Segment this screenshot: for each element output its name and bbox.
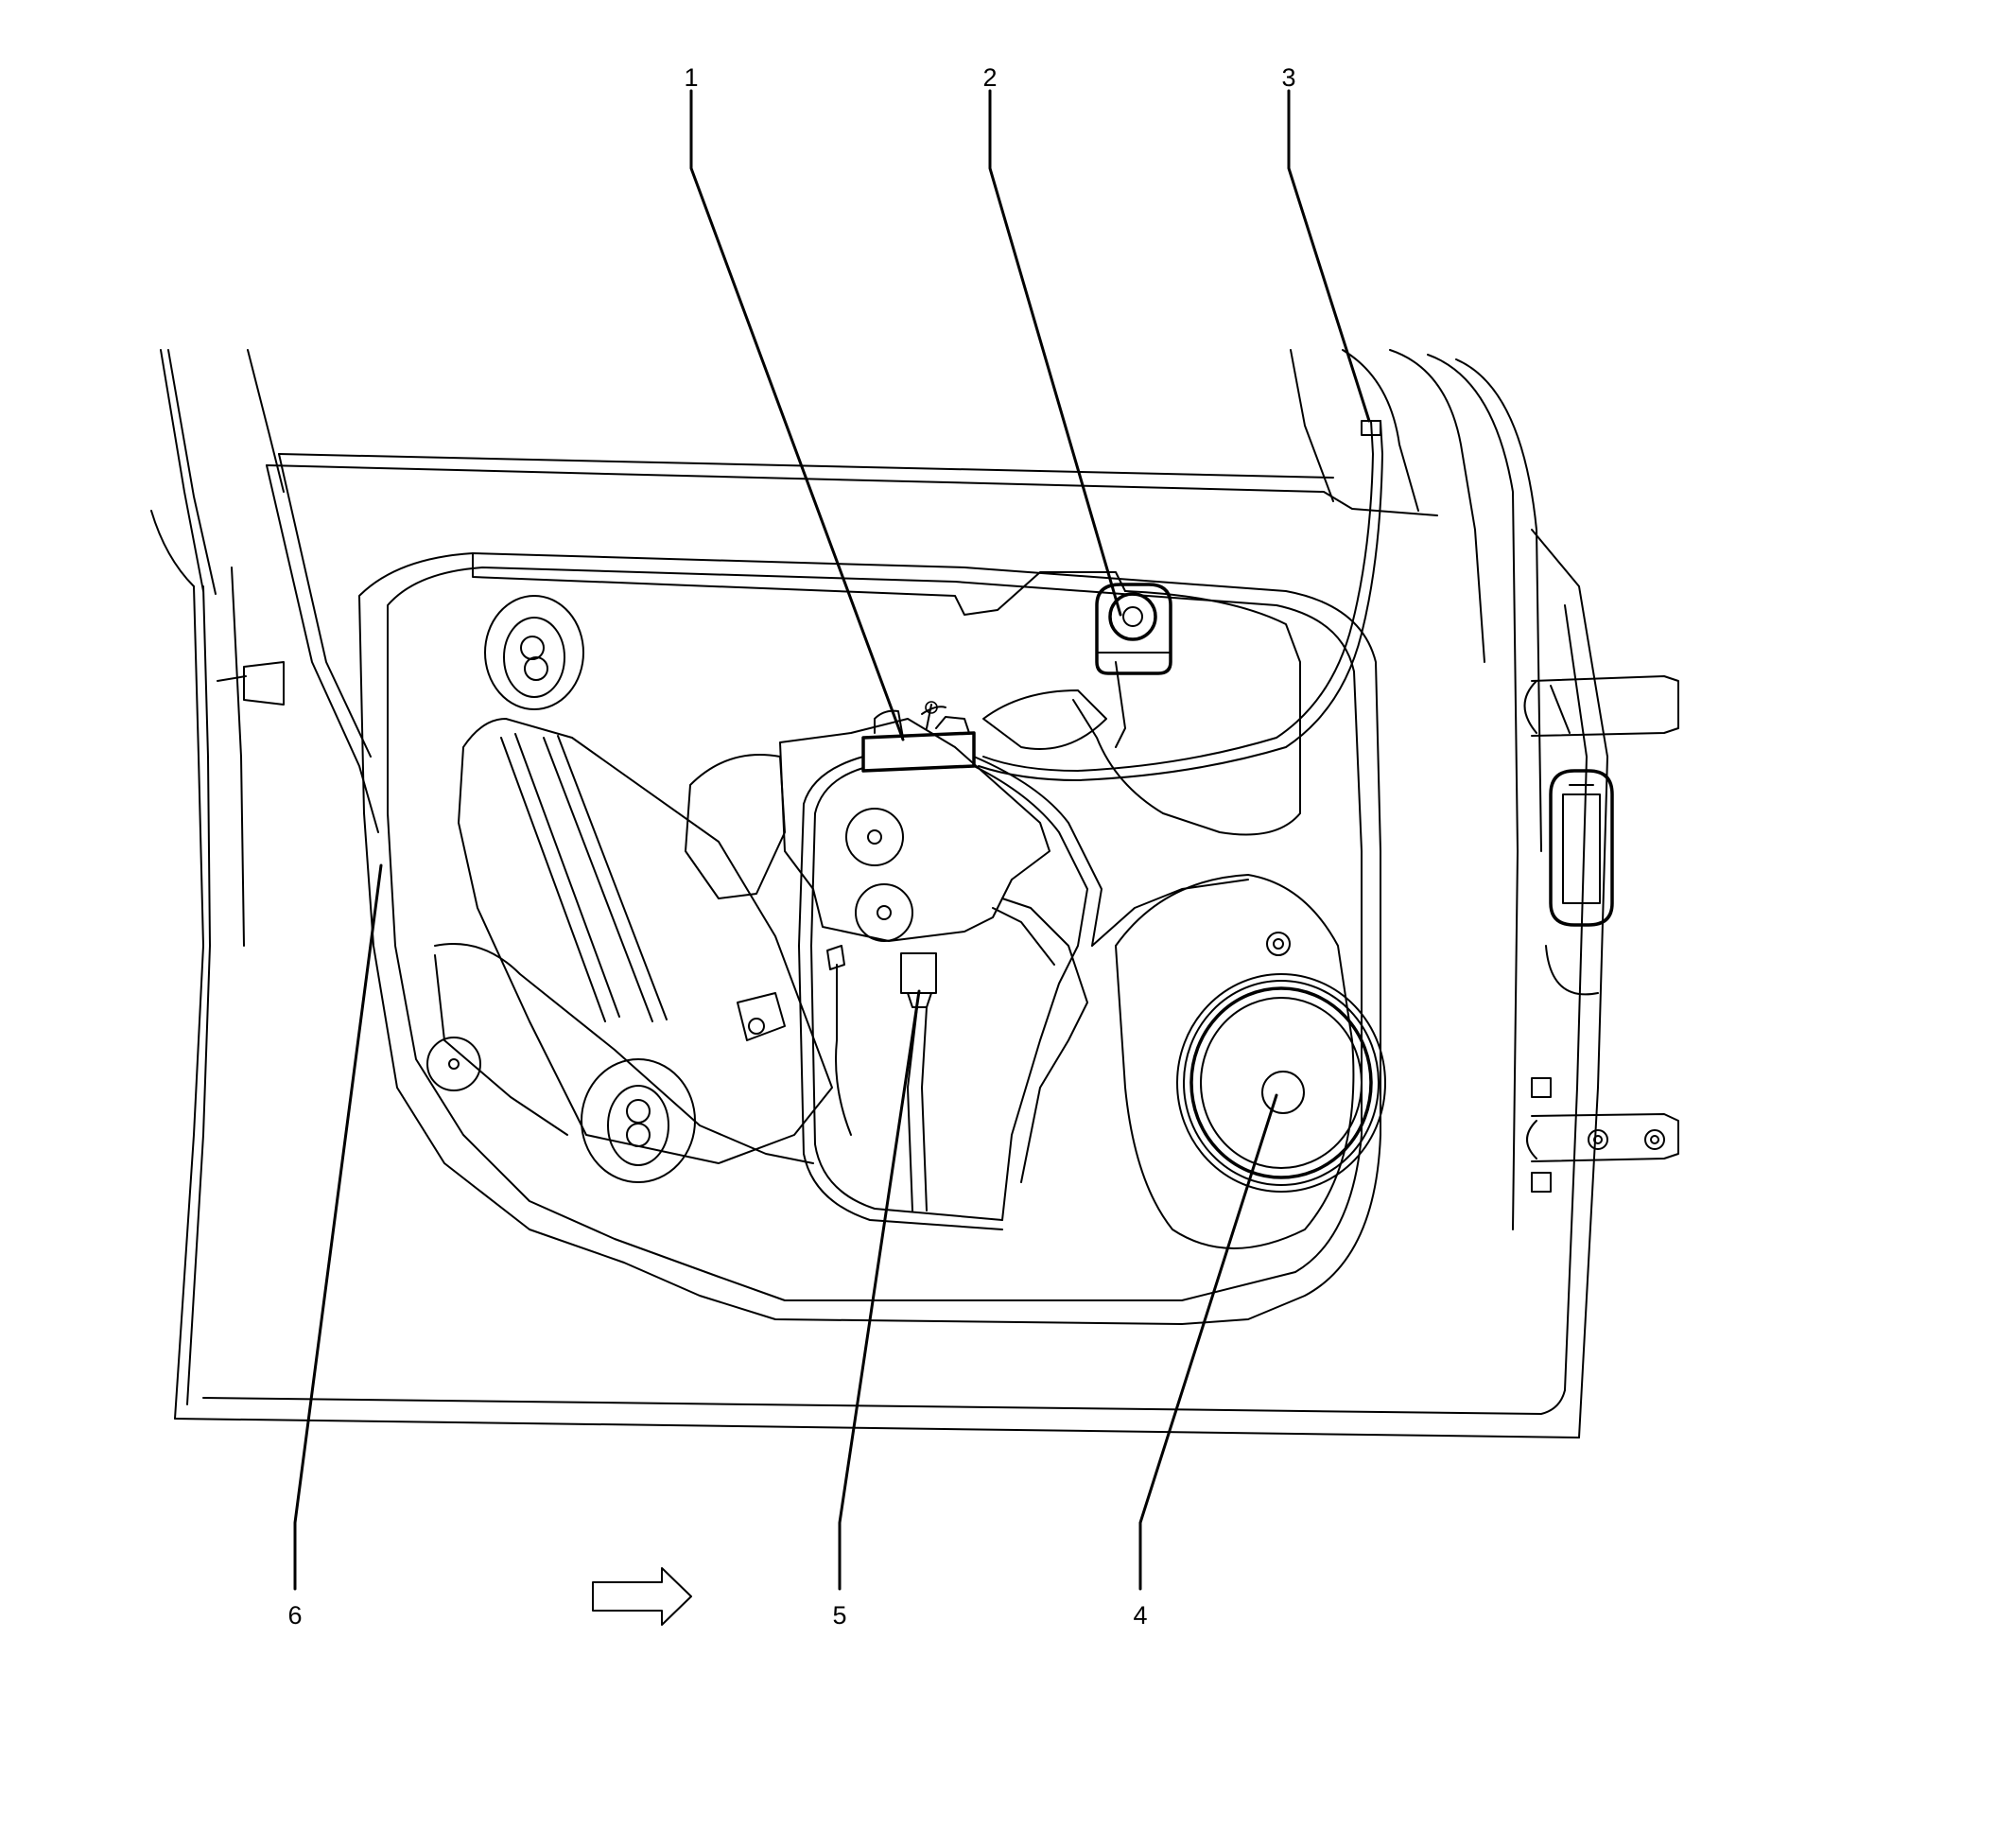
leader-6	[293, 863, 383, 1591]
wiring-harness	[798, 420, 1383, 1230]
regulator-guide	[434, 718, 833, 1164]
door-outer-frame	[150, 349, 1608, 1438]
callout-1: 1	[684, 63, 698, 92]
callout-2: 2	[982, 63, 997, 92]
leader-lines	[293, 89, 1371, 1591]
sensor	[1095, 583, 1172, 675]
callout-5: 5	[832, 1601, 846, 1630]
callout-6: 6	[287, 1601, 302, 1630]
callout-labels: 1 2 3 4 5 6	[287, 63, 1295, 1630]
leader-2	[988, 89, 1122, 617]
inner-panel	[358, 552, 1381, 1325]
leader-3	[1287, 89, 1371, 423]
callout-4: 4	[1133, 1601, 1147, 1630]
arrow-right-icon	[592, 1567, 692, 1626]
speaker	[1176, 932, 1386, 1193]
hinges	[1523, 675, 1679, 1193]
central-module	[685, 701, 1050, 1041]
leader-5	[838, 989, 921, 1591]
mounting-holes	[426, 595, 913, 1183]
callout-3: 3	[1281, 63, 1295, 92]
leader-4	[1138, 1093, 1278, 1591]
leader-1	[689, 89, 905, 741]
